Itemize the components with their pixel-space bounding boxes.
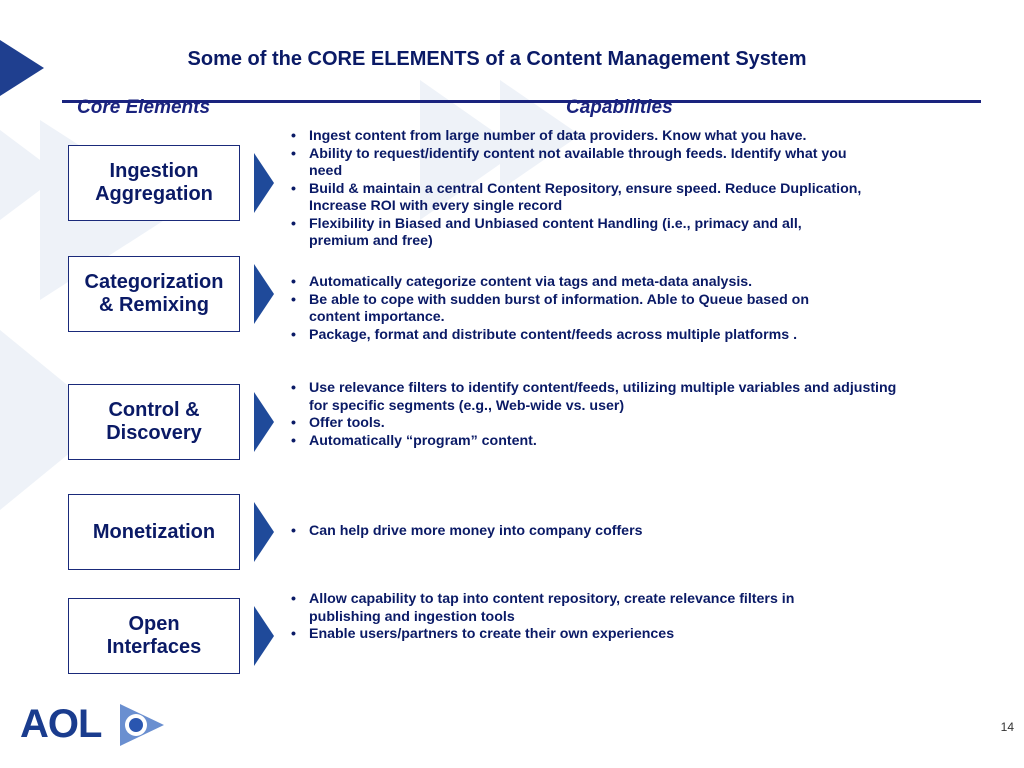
column-header-capabilities: Capabilities [566, 97, 673, 118]
aol-logo: AOL [20, 700, 170, 752]
list-item: Offer tools. [290, 415, 896, 433]
element-label-line: Open [128, 613, 180, 635]
capabilities-list-control: Use relevance filters to identify conten… [290, 380, 896, 450]
chevron-right-icon [254, 606, 274, 666]
element-box-ingestion-aggregation: Ingestion Aggregation [68, 145, 240, 221]
element-box-control-discovery: Control & Discovery [68, 384, 240, 460]
column-header-core-elements: Core Elements [77, 97, 211, 118]
element-box-open-interfaces: Open Interfaces [68, 598, 240, 674]
list-item: Ability to request/identify content not … [290, 146, 861, 181]
element-box-categorization-remixing: Categorization & Remixing [68, 256, 240, 332]
aol-triangle-icon [120, 704, 164, 746]
capabilities-list-monetization: Can help drive more money into company c… [290, 523, 642, 541]
slide-title: Some of the CORE ELEMENTS of a Content M… [187, 48, 807, 70]
list-item: Automatically “program” content. [290, 433, 896, 451]
element-label-line: Interfaces [106, 636, 202, 658]
chevron-right-icon [254, 392, 274, 452]
chevron-right-icon [254, 153, 274, 213]
element-label-line: & Remixing [98, 294, 210, 316]
list-item: Ingest content from large number of data… [290, 128, 861, 146]
list-item: Automatically categorize content via tag… [290, 274, 809, 292]
element-label-line: Monetization [92, 520, 216, 543]
page-number: 14 [1000, 720, 1014, 734]
list-item: Be able to cope with sudden burst of inf… [290, 292, 809, 327]
chevron-right-icon [254, 502, 274, 562]
capabilities-list-ingestion: Ingest content from large number of data… [290, 128, 861, 251]
list-item: Allow capability to tap into content rep… [290, 591, 794, 626]
element-label-line: Discovery [106, 422, 202, 444]
element-label-line: Categorization [84, 271, 224, 293]
list-item: Build & maintain a central Content Repos… [290, 181, 861, 216]
corner-triangle-icon [0, 40, 44, 96]
capabilities-list-open-interfaces: Allow capability to tap into content rep… [290, 591, 794, 644]
list-item: Package, format and distribute content/f… [290, 327, 809, 345]
capabilities-list-categorization: Automatically categorize content via tag… [290, 274, 809, 344]
element-label-line: Control & [108, 399, 200, 421]
list-item: Enable users/partners to create their ow… [290, 626, 794, 644]
chevron-right-icon [254, 264, 274, 324]
element-label-line: Ingestion [109, 160, 199, 182]
header-rule [62, 100, 981, 103]
element-label-line: Aggregation [95, 183, 213, 205]
list-item: Use relevance filters to identify conten… [290, 380, 896, 415]
list-item: Can help drive more money into company c… [290, 523, 642, 541]
element-box-monetization: Monetization [68, 494, 240, 570]
list-item: Flexibility in Biased and Unbiased conte… [290, 216, 861, 251]
